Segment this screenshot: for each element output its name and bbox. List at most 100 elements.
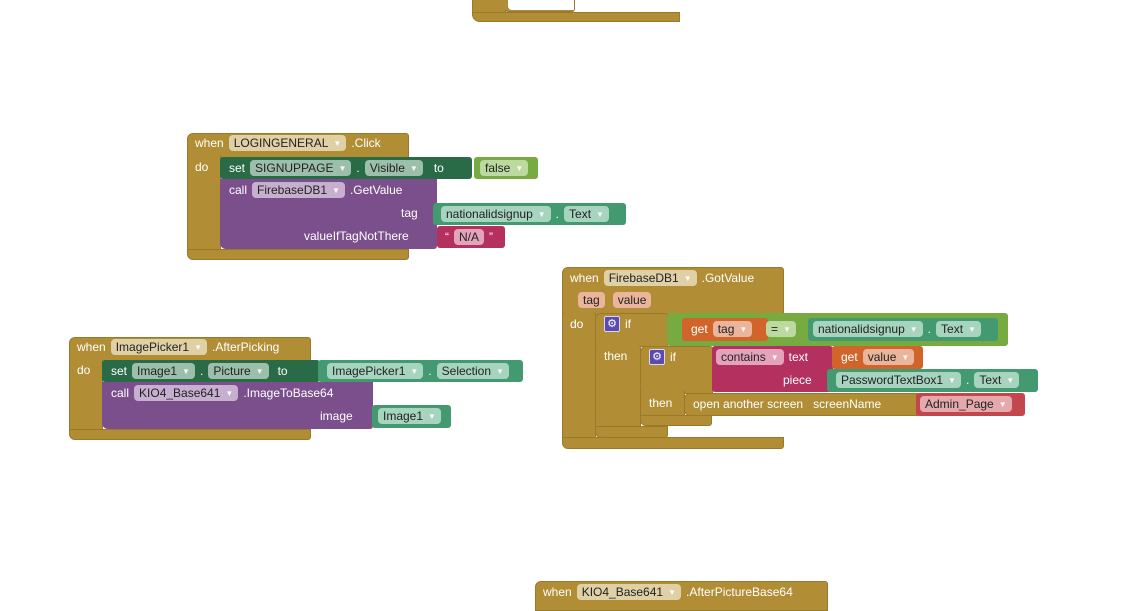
- chevron-down-icon: ▼: [596, 209, 604, 219]
- then-label: then: [649, 396, 673, 410]
- dot: .: [428, 364, 432, 378]
- dropdown-value: KIO4_Base641: [139, 386, 221, 400]
- property-dropdown[interactable]: Visible ▼: [364, 160, 423, 176]
- component-dropdown[interactable]: nationalidsignup ▼: [813, 321, 923, 337]
- arg-label: tag: [401, 206, 418, 220]
- chevron-down-icon: ▼: [948, 375, 956, 385]
- property-dropdown[interactable]: Text ▼: [936, 321, 981, 337]
- chevron-down-icon: ▼: [783, 324, 791, 334]
- if-footer: [640, 415, 712, 426]
- dropdown-value: nationalidsignup: [446, 207, 533, 221]
- do-label: do: [195, 160, 209, 174]
- property-dropdown[interactable]: Text ▼: [974, 372, 1020, 388]
- dropdown-value: Admin_Page: [925, 397, 994, 411]
- chevron-down-icon: ▼: [901, 352, 910, 362]
- event-footer: [69, 429, 311, 440]
- component-dropdown[interactable]: ImagePicker1▼: [327, 363, 424, 379]
- chevron-down-icon: ▼: [410, 366, 419, 376]
- component-dropdown[interactable]: FirebaseDB1 ▼: [603, 270, 697, 286]
- parameter-value[interactable]: value: [612, 292, 652, 308]
- chevron-down-icon: ▼: [909, 324, 918, 334]
- boolean-dropdown[interactable]: false ▼: [480, 160, 529, 176]
- gear-icon[interactable]: ⚙: [649, 349, 665, 365]
- text-field[interactable]: N/A: [454, 229, 485, 245]
- to-label: to: [277, 364, 288, 378]
- call-label: call: [229, 183, 248, 197]
- quote-open: “: [445, 230, 449, 244]
- component-dropdown[interactable]: ImagePicker1 ▼: [110, 339, 207, 355]
- component-dropdown[interactable]: FirebaseDB1▼: [252, 182, 345, 198]
- component-dropdown[interactable]: KIO4_Base641▼: [134, 385, 239, 401]
- chevron-down-icon: ▼: [409, 163, 418, 173]
- arg-label: image: [320, 409, 353, 423]
- chevron-down-icon: ▼: [1006, 375, 1015, 385]
- dropdown-value: FirebaseDB1: [257, 183, 328, 197]
- chevron-down-icon: ▼: [515, 163, 524, 173]
- property-dropdown[interactable]: Picture ▼: [208, 363, 269, 379]
- chevron-down-icon: ▼: [739, 324, 748, 334]
- when-label: when: [543, 585, 572, 599]
- chevron-down-icon: ▼: [770, 352, 779, 362]
- dropdown-value: Text: [941, 322, 964, 336]
- dropdown-value: FirebaseDB1: [608, 271, 679, 285]
- when-label: when: [570, 271, 599, 285]
- variable-dropdown[interactable]: value ▼: [862, 349, 915, 365]
- dropdown-value: Image1: [137, 364, 178, 378]
- dot: .: [965, 373, 970, 387]
- dropdown-value: Image1: [383, 409, 424, 423]
- chevron-down-icon: ▼: [255, 366, 264, 376]
- dropdown-value: Selection: [441, 364, 492, 378]
- then-label: then: [604, 349, 628, 363]
- dropdown-value: Text: [979, 373, 1002, 387]
- component-dropdown[interactable]: LOGINGENERAL▼: [228, 135, 347, 151]
- dropdown-value: =: [771, 322, 779, 336]
- component-dropdown[interactable]: KIO4_Base641▼: [576, 584, 682, 600]
- get-label: get: [841, 350, 858, 364]
- arg-label: screenName: [813, 397, 882, 411]
- chevron-down-icon: ▼: [968, 324, 976, 334]
- contains-dropdown[interactable]: contains ▼: [716, 349, 784, 365]
- to-label: to: [433, 161, 444, 175]
- do-label: do: [77, 363, 91, 377]
- chevron-down-icon: ▼: [338, 163, 347, 173]
- component-dropdown[interactable]: SIGNUPPAGE ▼: [250, 160, 352, 176]
- gear-icon[interactable]: ⚙: [604, 316, 620, 332]
- if-footer: [595, 426, 668, 438]
- screen-dropdown[interactable]: Admin_Page▼: [920, 396, 1012, 412]
- chevron-down-icon: ▼: [194, 342, 202, 352]
- partial-inner-hole: [508, 0, 574, 10]
- event-name: .GotValue: [701, 271, 755, 285]
- component-dropdown[interactable]: Image1▼: [378, 408, 441, 424]
- get-label: get: [691, 322, 708, 336]
- dropdown-value: LOGINGENERAL: [233, 136, 329, 150]
- chevron-down-icon: ▼: [537, 209, 546, 219]
- dropdown-value: false: [485, 161, 511, 175]
- operator-dropdown[interactable]: =▼: [766, 321, 796, 337]
- dot: .: [356, 161, 360, 175]
- property-dropdown[interactable]: Selection▼: [436, 363, 509, 379]
- event-name: .AfterPicking: [211, 340, 280, 354]
- arg-label: valueIfTagNotThere: [304, 229, 409, 243]
- component-dropdown[interactable]: PasswordTextBox1 ▼: [836, 372, 961, 388]
- dropdown-value: contains: [721, 350, 766, 364]
- dropdown-value: SIGNUPPAGE: [255, 161, 334, 175]
- dropdown-value: tag: [717, 322, 735, 336]
- call-label: call: [111, 386, 130, 400]
- quote-close: ”: [489, 230, 494, 244]
- partial-event-block-bottom: [472, 12, 680, 22]
- component-dropdown[interactable]: Image1▼: [132, 363, 195, 379]
- dropdown-value: Picture: [213, 364, 251, 378]
- variable-dropdown[interactable]: tag ▼: [712, 321, 753, 337]
- dropdown-value: PasswordTextBox1: [841, 373, 944, 387]
- dropdown-value: value: [867, 350, 897, 364]
- when-label: when: [77, 340, 106, 354]
- dropdown-value: Visible: [369, 161, 405, 175]
- when-label: when: [195, 136, 224, 150]
- dot: .: [927, 322, 932, 336]
- dropdown-value: ImagePicker1: [115, 340, 190, 354]
- chevron-down-icon: ▼: [683, 273, 692, 283]
- dropdown-value: nationalidsignup: [818, 322, 905, 336]
- parameter-tag[interactable]: tag: [578, 292, 605, 308]
- component-dropdown[interactable]: nationalidsignup ▼: [441, 206, 551, 222]
- property-dropdown[interactable]: Text▼: [564, 206, 609, 222]
